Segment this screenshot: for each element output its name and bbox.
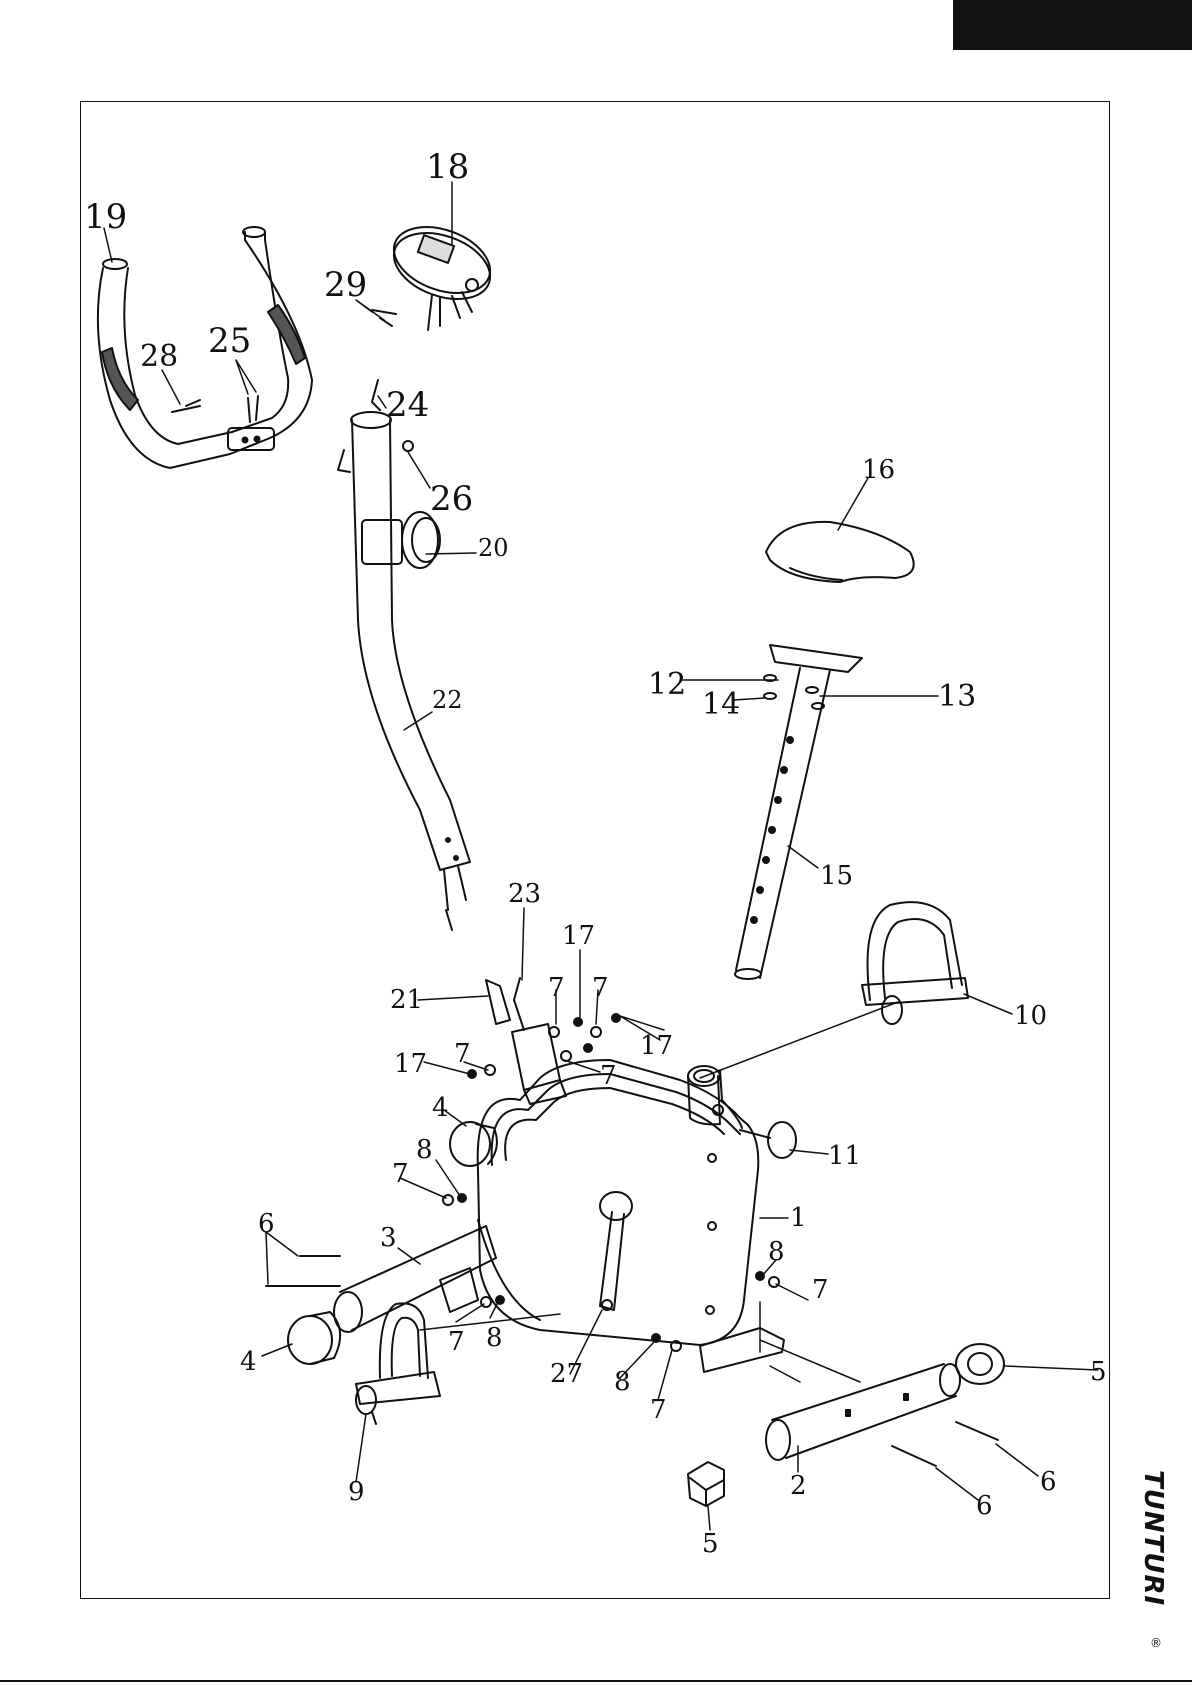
callout-5: 5 [702, 1529, 719, 1559]
sensor-part [486, 980, 510, 1024]
screw-part [372, 310, 396, 326]
callout-4: 4 [432, 1093, 449, 1123]
console-part [385, 215, 499, 330]
callout-29: 29 [324, 265, 367, 305]
callout-22: 22 [432, 686, 463, 714]
rear-bolt-part [892, 1422, 998, 1466]
callout-21: 21 [390, 985, 423, 1015]
callout-15: 15 [820, 861, 853, 891]
callout-3: 3 [380, 1223, 397, 1253]
callout-16: 16 [862, 455, 895, 485]
callout-13: 13 [938, 679, 976, 714]
rear-bracket-part [700, 1328, 784, 1372]
nut-part [403, 441, 413, 451]
callout-4: 4 [240, 1347, 257, 1377]
leader-lines [104, 182, 1098, 1530]
pin-part [248, 396, 258, 422]
callout-labels: 19 18 29 28 25 24 26 20 16 22 12 14 13 1… [84, 147, 1107, 1559]
callout-6: 6 [976, 1491, 993, 1521]
callout-19: 19 [84, 197, 127, 237]
callout-7: 7 [454, 1039, 471, 1069]
callout-17: 17 [640, 1031, 673, 1061]
callout-8: 8 [768, 1237, 785, 1267]
brand-wordmark: TUNTURI [1138, 1470, 1168, 1606]
callout-1: 1 [790, 1203, 807, 1233]
main-frame-part [478, 1060, 759, 1345]
trademark-symbol: ® [1150, 1636, 1162, 1650]
callout-11: 11 [828, 1141, 861, 1171]
callout-26: 26 [430, 479, 473, 519]
callout-7: 7 [650, 1395, 667, 1425]
callout-24: 24 [386, 385, 429, 425]
callout-20: 20 [478, 534, 509, 562]
callout-8: 8 [486, 1323, 503, 1353]
sensor-cable-part [514, 978, 524, 1030]
adjustment-knob-part [713, 1105, 796, 1158]
bottom-rule [0, 1680, 1192, 1682]
pedal-right-part [862, 902, 968, 1024]
callout-7: 7 [812, 1275, 829, 1305]
callout-8: 8 [416, 1135, 433, 1165]
callout-7: 7 [448, 1327, 465, 1357]
callout-8: 8 [614, 1367, 631, 1397]
seat-post-part [735, 645, 862, 979]
callout-7: 7 [592, 973, 609, 1003]
cable-part [372, 380, 380, 410]
callout-6: 6 [1040, 1467, 1057, 1497]
callout-14: 14 [702, 687, 740, 722]
handlebar-part [98, 227, 312, 468]
bolt-part [172, 400, 200, 412]
callout-5: 5 [1090, 1357, 1107, 1387]
callout-27: 27 [550, 1359, 583, 1389]
callout-28: 28 [140, 339, 178, 374]
front-stabilizer-part [334, 1226, 496, 1332]
callout-25: 25 [208, 321, 251, 361]
saddle-part [766, 522, 914, 582]
callout-2: 2 [790, 1471, 807, 1501]
callout-12: 12 [648, 667, 686, 702]
callout-17: 17 [562, 921, 595, 951]
callout-9: 9 [348, 1477, 365, 1507]
rear-stabilizer-part [766, 1364, 960, 1460]
callout-17: 17 [394, 1049, 427, 1079]
rear-end-cap-part [688, 1344, 1004, 1506]
long-bolt-part [266, 1256, 340, 1286]
callout-6: 6 [258, 1209, 275, 1239]
callout-10: 10 [1014, 1001, 1047, 1031]
callout-23: 23 [508, 879, 541, 909]
callout-18: 18 [426, 147, 469, 187]
callout-7: 7 [600, 1061, 617, 1091]
callout-7: 7 [548, 973, 565, 1003]
bolts-washers-part [468, 1014, 620, 1078]
callout-7: 7 [392, 1159, 409, 1189]
